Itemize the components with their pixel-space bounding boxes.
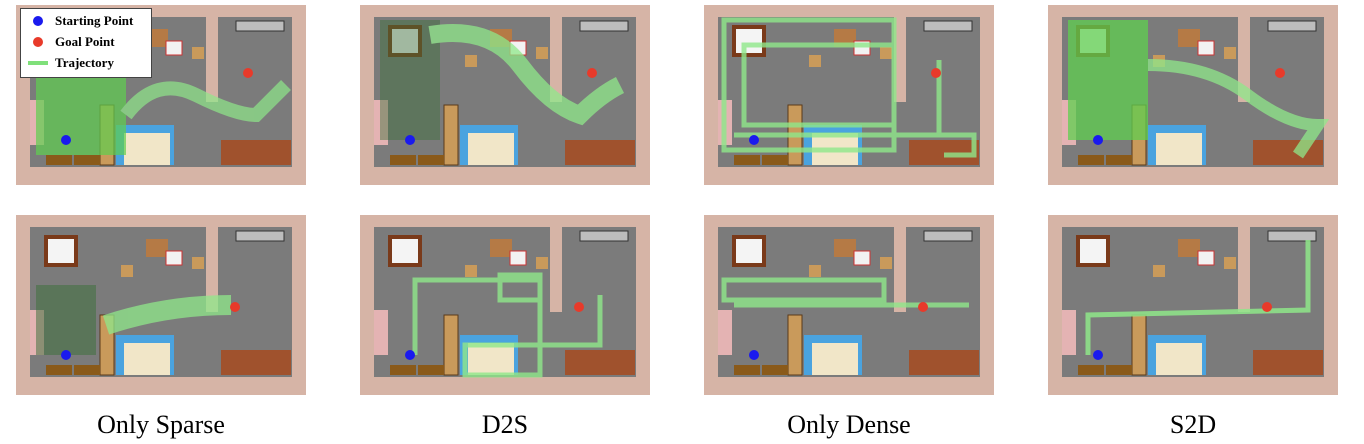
panel-s2d-top: [1048, 5, 1338, 185]
panel-only-dense-bottom: [704, 215, 994, 395]
start-point-marker: [749, 135, 759, 145]
panel-only-sparse-bottom: [16, 215, 306, 395]
panel-only-dense-top: [704, 5, 994, 185]
legend-trajectory: Trajectory: [27, 55, 114, 71]
legend-goal: Goal Point: [27, 34, 115, 50]
start-point-marker: [61, 350, 71, 360]
goal-point-marker: [1275, 68, 1285, 78]
start-point-marker: [61, 135, 71, 145]
caption-only-dense: Only Dense: [787, 410, 911, 439]
start-point-marker: [405, 135, 415, 145]
legend: Starting Point Goal Point Trajectory: [20, 8, 152, 78]
legend-start-label: Starting Point: [55, 13, 134, 28]
goal-point-marker: [918, 302, 928, 312]
legend-trajectory-label: Trajectory: [55, 55, 114, 70]
goal-point-marker: [931, 68, 941, 78]
trajectory-line-marker: [28, 61, 48, 65]
start-point-marker: [405, 350, 415, 360]
caption-only-sparse: Only Sparse: [97, 410, 225, 439]
goal-point-marker: [1262, 302, 1272, 312]
legend-start: Starting Point: [27, 13, 133, 29]
goal-point-marker: [574, 302, 584, 312]
goal-point-marker: [33, 37, 43, 47]
start-point-marker: [1093, 350, 1103, 360]
start-point-marker: [1093, 135, 1103, 145]
start-point-marker: [33, 16, 43, 26]
goal-point-marker: [587, 68, 597, 78]
panel-s2d-bottom: [1048, 215, 1338, 395]
panel-d2s-top: [360, 5, 650, 185]
goal-point-marker: [243, 68, 253, 78]
caption-s2d: S2D: [1169, 410, 1217, 439]
start-point-marker: [749, 350, 759, 360]
goal-point-marker: [230, 302, 240, 312]
caption-d2s: D2S: [481, 410, 529, 439]
panel-d2s-bottom: [360, 215, 650, 395]
legend-goal-label: Goal Point: [55, 34, 115, 49]
